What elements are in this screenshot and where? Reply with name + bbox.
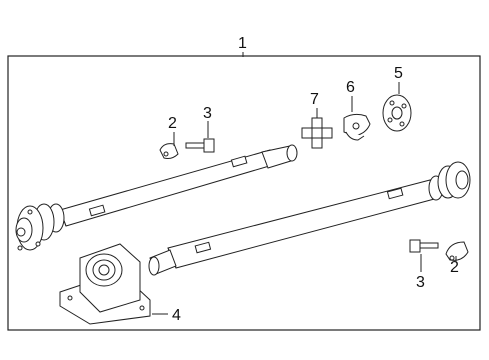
callout-7: 7 — [310, 91, 319, 108]
yoke-flange-icon — [343, 113, 371, 141]
callout-2-lower: 2 — [450, 259, 459, 276]
bolt-icon — [185, 138, 215, 153]
callout-1-label: 1 — [238, 35, 247, 52]
callout-3-lower: 3 — [416, 274, 425, 291]
callout-4: 4 — [172, 307, 181, 324]
upper-driveshaft-icon — [15, 144, 298, 251]
callout-2-upper: 2 — [168, 115, 177, 132]
callout-3-upper: 3 — [203, 105, 212, 122]
bolt-lower-icon — [409, 239, 439, 253]
callout-5: 5 — [394, 65, 403, 82]
flex-disc-icon — [382, 94, 412, 132]
center-support-bearing-icon — [59, 243, 151, 325]
callout-6: 6 — [346, 79, 355, 96]
lower-driveshaft-icon — [148, 161, 471, 276]
universal-joint-icon — [301, 117, 333, 149]
bracket-clip-icon — [159, 143, 179, 159]
diagram-frame — [7, 55, 481, 331]
bracket-clip-lower-icon — [445, 241, 469, 261]
